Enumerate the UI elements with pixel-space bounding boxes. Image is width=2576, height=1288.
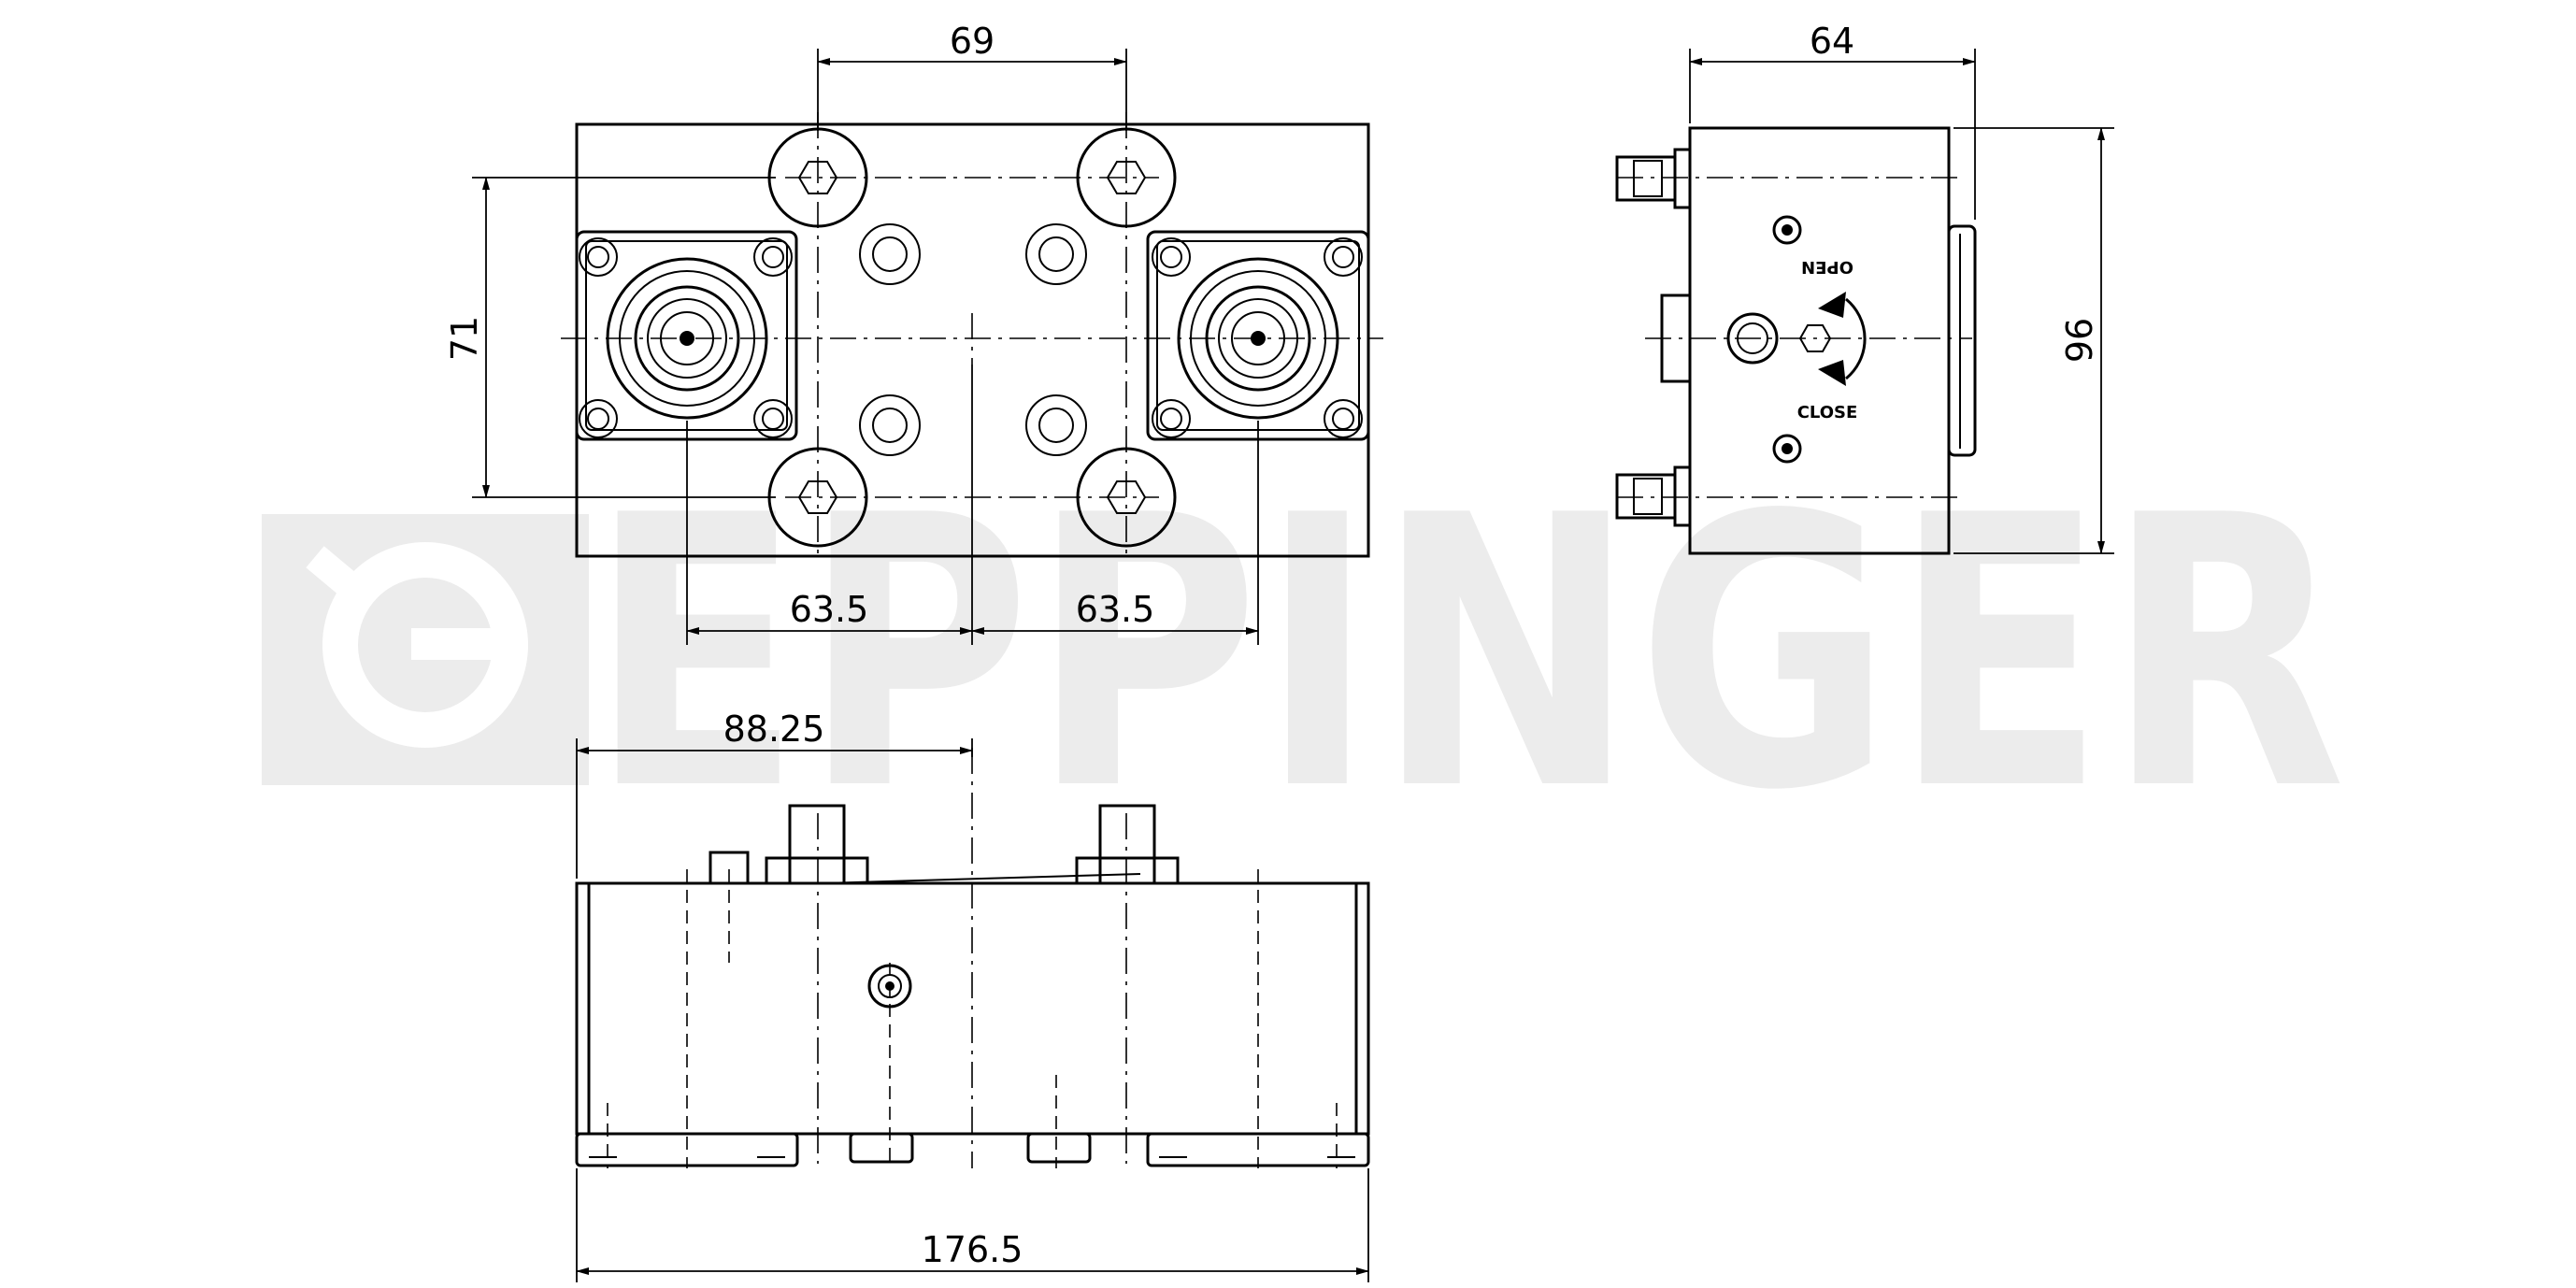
- side-screw: [1772, 434, 1802, 464]
- dim-top-right-offset: 63.5: [1076, 589, 1155, 630]
- screw: [579, 237, 618, 277]
- dim-side-width: 64: [1810, 21, 1854, 62]
- side-right-strip: [1947, 224, 1977, 457]
- eppinger-watermark: EPPINGER: [262, 437, 2346, 872]
- dim-side-height: 96: [2059, 318, 2100, 363]
- screw: [579, 399, 618, 438]
- dim-top-left-offset: 63.5: [790, 589, 869, 630]
- front-foot: [849, 1132, 914, 1164]
- side-view: OPEN CLOSE 64 96: [1615, 21, 2114, 555]
- front-pin: [765, 804, 869, 885]
- dowel-hole: [859, 223, 921, 285]
- top-view: 69 71 63.5 63.5: [444, 21, 1383, 645]
- screw: [1152, 399, 1191, 438]
- watermark-text: EPPINGER: [589, 437, 2346, 872]
- dowel-hole: [1025, 394, 1087, 456]
- right-coupling: [1146, 230, 1370, 441]
- left-coupling: [575, 230, 798, 441]
- screw: [1324, 399, 1363, 438]
- dim-front-total-width: 176.5: [922, 1229, 1023, 1270]
- label-close: CLOSE: [1797, 403, 1858, 422]
- front-pin: [1075, 804, 1180, 885]
- front-small-pin: [708, 851, 750, 885]
- dim-top-height: 71: [444, 316, 485, 361]
- side-screw: [1772, 215, 1802, 245]
- label-open: OPEN: [1801, 257, 1853, 277]
- screw: [1324, 237, 1363, 277]
- rotation-arrow-icon: [1818, 292, 1867, 386]
- screw: [753, 237, 793, 277]
- dim-front-offset: 88.25: [723, 708, 825, 750]
- screw: [1152, 237, 1191, 277]
- pin: [1615, 148, 1692, 209]
- screw: [753, 399, 793, 438]
- dowel-hole: [1025, 223, 1087, 285]
- pin: [1615, 465, 1692, 527]
- front-foot: [1026, 1132, 1092, 1164]
- dowel-hole: [859, 394, 921, 456]
- dim-top-spacing: 69: [950, 21, 995, 62]
- watermark-logo-mark: [306, 542, 528, 748]
- front-view: 88.25 176.5: [575, 708, 1370, 1282]
